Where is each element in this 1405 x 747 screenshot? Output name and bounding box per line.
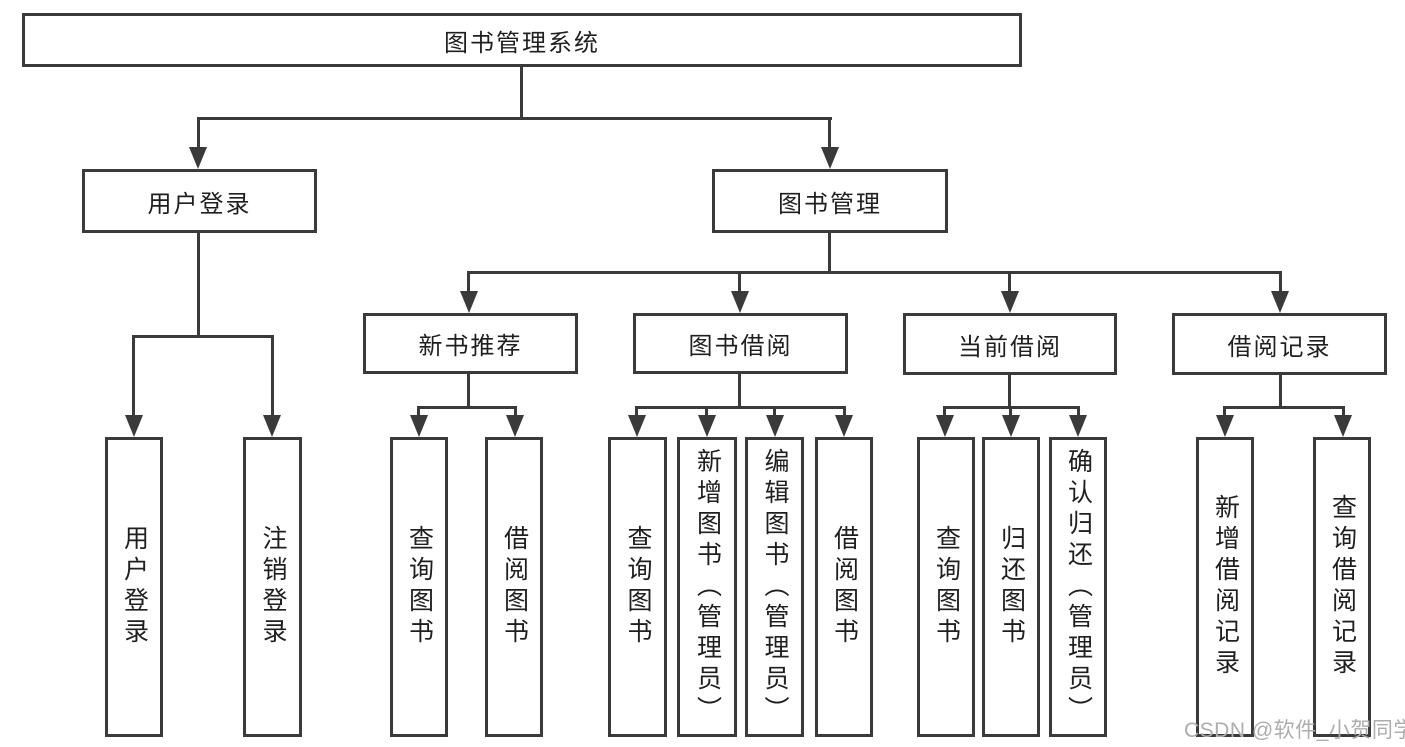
- leaf-box-user-login: 用户登录: [105, 437, 163, 737]
- connector-line: [1279, 375, 1282, 409]
- connector-line: [417, 406, 420, 418]
- connector-line: [738, 271, 741, 293]
- connector-line: [1279, 271, 1282, 293]
- node-label-book-management: 图书管理: [778, 190, 882, 218]
- arrowhead-icon: [1069, 415, 1087, 437]
- leaf-box-borrow-books-recommend: 借阅图书: [485, 437, 543, 737]
- leaf-label-return-books: 归还图书: [997, 525, 1026, 649]
- arrowhead-icon: [506, 415, 524, 437]
- arrowhead-icon: [936, 415, 954, 437]
- node-box-user-login: 用户登录: [82, 169, 317, 233]
- node-box-new-book-recommend: 新书推荐: [363, 313, 578, 374]
- connector-line: [738, 373, 741, 409]
- leaf-box-query-books-current: 查询图书: [917, 437, 975, 737]
- arrowhead-icon: [189, 147, 207, 169]
- connector-line: [1342, 406, 1345, 418]
- connector-line: [520, 67, 523, 120]
- node-label-borrowing-records: 借阅记录: [1227, 333, 1332, 361]
- connector-line: [828, 233, 831, 274]
- leaf-label-query-books-current: 查询图书: [932, 525, 961, 649]
- leaf-label-query-books-recommend: 查询图书: [405, 525, 434, 649]
- leaf-label-confirm-return-admin: 确认归还（管理员）: [1064, 447, 1093, 727]
- node-label-book-borrowing: 图书借阅: [688, 333, 793, 360]
- connector-line: [1009, 406, 1012, 418]
- leaf-label-logout: 注销登录: [259, 525, 287, 649]
- arrowhead-icon: [698, 415, 716, 437]
- arrowhead-icon: [263, 415, 281, 437]
- node-box-current-borrowing: 当前借阅: [903, 313, 1117, 375]
- leaf-box-confirm-return-admin: 确认归还（管理员）: [1049, 437, 1107, 737]
- csdn-watermark: CSDN @软件_小贺同学: [1184, 719, 1405, 742]
- connector-line: [1223, 406, 1226, 418]
- arrowhead-icon: [628, 415, 646, 437]
- connector-line: [467, 374, 470, 409]
- leaf-box-borrow-books: 借阅图书: [815, 437, 873, 737]
- leaf-box-add-borrow-record: 新增借阅记录: [1196, 437, 1254, 737]
- node-box-book-borrowing: 图书借阅: [633, 313, 848, 374]
- leaf-label-user-login: 用户登录: [120, 525, 149, 649]
- connector-line: [1008, 271, 1011, 293]
- connector-line: [271, 335, 274, 418]
- connector-line: [467, 271, 470, 293]
- leaf-box-return-books: 归还图书: [982, 437, 1040, 737]
- arrowhead-icon: [731, 291, 749, 313]
- arrowhead-icon: [1001, 291, 1019, 313]
- connector-line: [132, 335, 135, 418]
- connector-line: [773, 406, 776, 418]
- arrowhead-icon: [125, 415, 143, 437]
- leaf-box-query-books-borrowing: 查询图书: [608, 437, 667, 737]
- arrowhead-icon: [766, 415, 784, 437]
- node-label-current-borrowing: 当前借阅: [958, 333, 1062, 361]
- connector-line: [197, 233, 200, 338]
- connector-line: [1008, 375, 1011, 409]
- leaf-label-add-books-admin: 新增图书（管理员）: [693, 447, 722, 727]
- connector-line: [843, 406, 846, 418]
- leaf-box-query-books-recommend: 查询图书: [390, 437, 448, 737]
- arrowhead-icon: [1334, 415, 1352, 437]
- node-label-user-login: 用户登录: [147, 190, 252, 218]
- leaf-label-query-borrow-record: 查询借阅记录: [1328, 494, 1357, 680]
- node-box-borrowing-records: 借阅记录: [1172, 313, 1387, 375]
- leaf-label-borrow-books: 借阅图书: [830, 525, 859, 649]
- connector-line: [828, 117, 831, 150]
- leaf-label-borrow-books-recommend: 借阅图书: [500, 525, 529, 649]
- leaf-box-edit-books-admin: 编辑图书（管理员）: [745, 437, 804, 737]
- arrowhead-icon: [1002, 415, 1020, 437]
- arrowhead-icon: [460, 291, 478, 313]
- connector-line: [514, 406, 517, 418]
- leaf-box-add-books-admin: 新增图书（管理员）: [677, 437, 737, 737]
- connector-line: [635, 406, 638, 418]
- leaf-label-add-borrow-record: 新增借阅记录: [1211, 494, 1240, 680]
- connector-line: [1223, 406, 1345, 409]
- connector-line: [705, 406, 708, 418]
- arrowhead-icon: [1216, 415, 1234, 437]
- leaf-label-query-books-borrowing: 查询图书: [624, 525, 652, 649]
- arrowhead-icon: [410, 415, 428, 437]
- leaf-box-logout: 注销登录: [243, 437, 302, 737]
- leaf-box-query-borrow-record: 查询借阅记录: [1313, 437, 1371, 737]
- connector-line: [635, 406, 846, 409]
- node-label-new-book-recommend: 新书推荐: [418, 333, 523, 360]
- connector-line: [943, 406, 946, 418]
- arrowhead-icon: [1271, 291, 1289, 313]
- node-box-library-management-system: 图书管理系统: [22, 13, 1022, 67]
- node-label-library-management-system: 图书管理系统: [444, 29, 600, 57]
- connector-line: [467, 271, 1282, 274]
- connector-line: [132, 335, 274, 338]
- connector-line: [417, 406, 517, 409]
- arrowhead-icon: [821, 147, 839, 169]
- leaf-label-edit-books-admin: 编辑图书（管理员）: [761, 447, 789, 727]
- arrowhead-icon: [835, 415, 853, 437]
- connector-line: [197, 117, 832, 120]
- connector-line: [1077, 406, 1080, 418]
- connector-line: [197, 117, 200, 150]
- node-box-book-management: 图书管理: [712, 169, 948, 233]
